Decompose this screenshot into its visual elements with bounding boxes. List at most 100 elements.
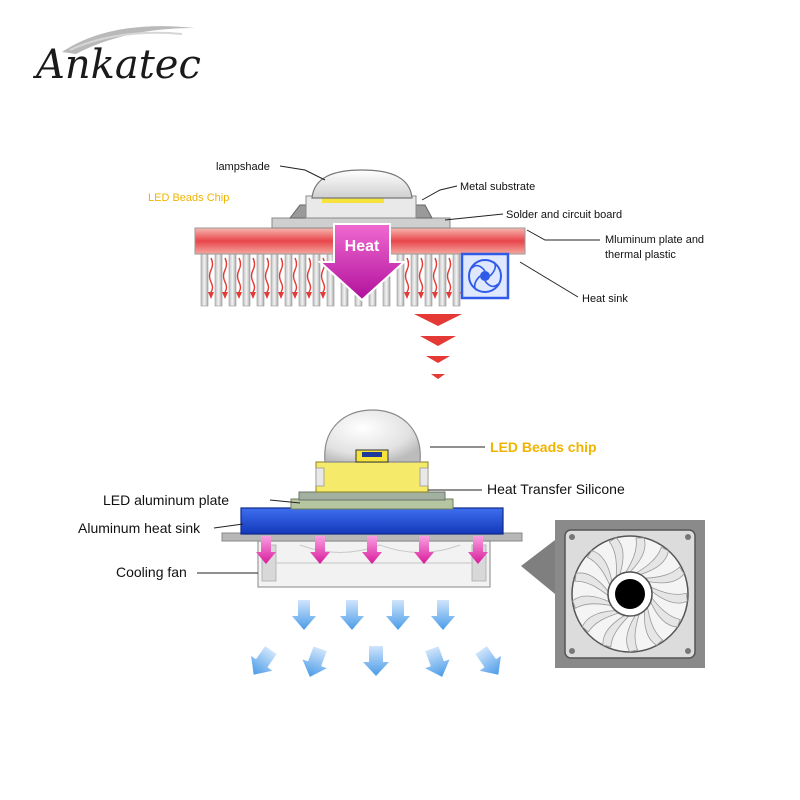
- heat-wave-arrow: [418, 257, 424, 293]
- label-heat-sink: Aluminum heat sink: [78, 520, 201, 536]
- heat-wave-arrow: [292, 257, 298, 293]
- aluminum-heat-sink: [240, 507, 504, 535]
- label-led-chip: LED Beads Chip: [148, 192, 229, 204]
- heat-sink-fin: [298, 253, 307, 307]
- airflow-arrow: [292, 600, 316, 630]
- fan-blade: [574, 572, 609, 597]
- heat-arrow: Heat: [317, 223, 407, 302]
- heat-wave-arrow: [446, 257, 452, 293]
- heat-wave-arrow: [208, 257, 214, 293]
- fan-blade: [581, 610, 620, 633]
- arrow-head: [320, 292, 326, 299]
- airflow-arrow: [386, 600, 410, 630]
- heat-sink-fin: [284, 253, 293, 307]
- fan-blade: [586, 550, 613, 586]
- arrow-head: [418, 292, 424, 299]
- heat-sink-fin: [200, 253, 209, 307]
- heat-sink-fin: [410, 253, 419, 307]
- chip-tab: [419, 467, 429, 487]
- fan-hub-center: [615, 579, 645, 609]
- arrow-head: [432, 292, 438, 299]
- brand-logo: Ankatec: [32, 26, 201, 88]
- label-aluminum-plate-line2: thermal plastic: [605, 249, 676, 261]
- heat-wave-arrow: [278, 257, 284, 293]
- chip-die-core: [362, 452, 382, 457]
- heat-wave-arrow: [264, 257, 270, 293]
- heat-transfer-silicone: [298, 491, 446, 501]
- fan-blade: [635, 546, 669, 575]
- heat-arrow: [414, 536, 434, 564]
- heat-arrow: [256, 536, 276, 564]
- arrow-head: [222, 292, 228, 299]
- led-chip-yellow: [322, 198, 384, 203]
- heat-arrow: [362, 536, 382, 564]
- heat-wave-arrow: [432, 257, 438, 293]
- chip-tab: [315, 467, 325, 487]
- label-aluminum-plate-line1: Mluminum plate and: [605, 234, 704, 246]
- arrow-head: [292, 292, 298, 299]
- fan-blade: [572, 595, 612, 609]
- fan-blade: [608, 537, 624, 578]
- down-arrow-icon: [317, 223, 407, 302]
- airflow-arrow: [425, 646, 450, 677]
- down-triangle-icon: [414, 314, 462, 326]
- fan-blades: [572, 537, 688, 653]
- arrow-head: [208, 292, 214, 299]
- heat-sink-fin: [424, 253, 433, 307]
- heat-sink-fin: [228, 253, 237, 307]
- heat-wave-arrow: [250, 257, 256, 293]
- lampshade: [311, 169, 413, 199]
- airflow-arrow: [475, 646, 501, 675]
- label-heat-transfer: Heat Transfer Silicone: [487, 481, 625, 497]
- down-triangle-icon: [420, 336, 456, 346]
- airflow-arrow: [431, 600, 455, 630]
- label-heat-sink: Heat sink: [582, 293, 628, 305]
- fan-blade: [650, 586, 688, 604]
- fan-blade: [625, 537, 646, 573]
- leader-line: [213, 523, 244, 529]
- heat-sink-fin: [270, 253, 279, 307]
- led-chip-base: [315, 461, 429, 493]
- heat-sink-fin: [438, 253, 447, 307]
- leader-line: [519, 261, 579, 298]
- heat-wave-arrow: [222, 257, 228, 293]
- heat-wave-arrow: [306, 257, 312, 293]
- heat-sink-fin: [214, 253, 223, 307]
- heat-flow-arrows: [256, 536, 488, 564]
- arrow-head: [250, 292, 256, 299]
- arrow-head: [236, 292, 242, 299]
- airflow-arrows: [251, 600, 501, 677]
- fan-blade: [650, 597, 681, 628]
- airflow-arrow: [363, 646, 389, 676]
- arrow-head: [264, 292, 270, 299]
- label-led-chip: LED Beads chip: [490, 439, 597, 455]
- heat-flow-arrows: [414, 314, 462, 379]
- fan-blade: [644, 607, 664, 646]
- arrow-head: [306, 292, 312, 299]
- heat-sink-fin: [242, 253, 251, 307]
- heat-arrow-label: Heat: [345, 238, 380, 255]
- fan-blade: [645, 566, 685, 584]
- logo-text: Ankatec: [32, 42, 201, 88]
- airflow-arrow: [302, 646, 327, 677]
- leader-line: [421, 185, 458, 201]
- down-triangle-icon: [431, 374, 445, 379]
- airflow-arrow: [251, 646, 277, 675]
- fan-callout: [521, 540, 555, 594]
- label-cooling-fan: Cooling fan: [116, 564, 187, 580]
- arrow-head: [446, 292, 452, 299]
- leader-line: [279, 165, 326, 181]
- airflow-arrow: [340, 600, 364, 630]
- fan-detail: [555, 520, 705, 668]
- led-dome: [324, 409, 421, 463]
- label-led-plate: LED aluminum plate: [103, 492, 229, 508]
- label-solder: Solder and circuit board: [506, 209, 622, 221]
- arrow-head: [278, 292, 284, 299]
- leader-line: [444, 213, 504, 221]
- heat-sink-fin: [256, 253, 265, 307]
- heat-wave-arrow: [404, 257, 410, 293]
- down-triangle-icon: [426, 356, 450, 363]
- leader-line: [526, 229, 600, 241]
- fan-blade: [626, 613, 640, 653]
